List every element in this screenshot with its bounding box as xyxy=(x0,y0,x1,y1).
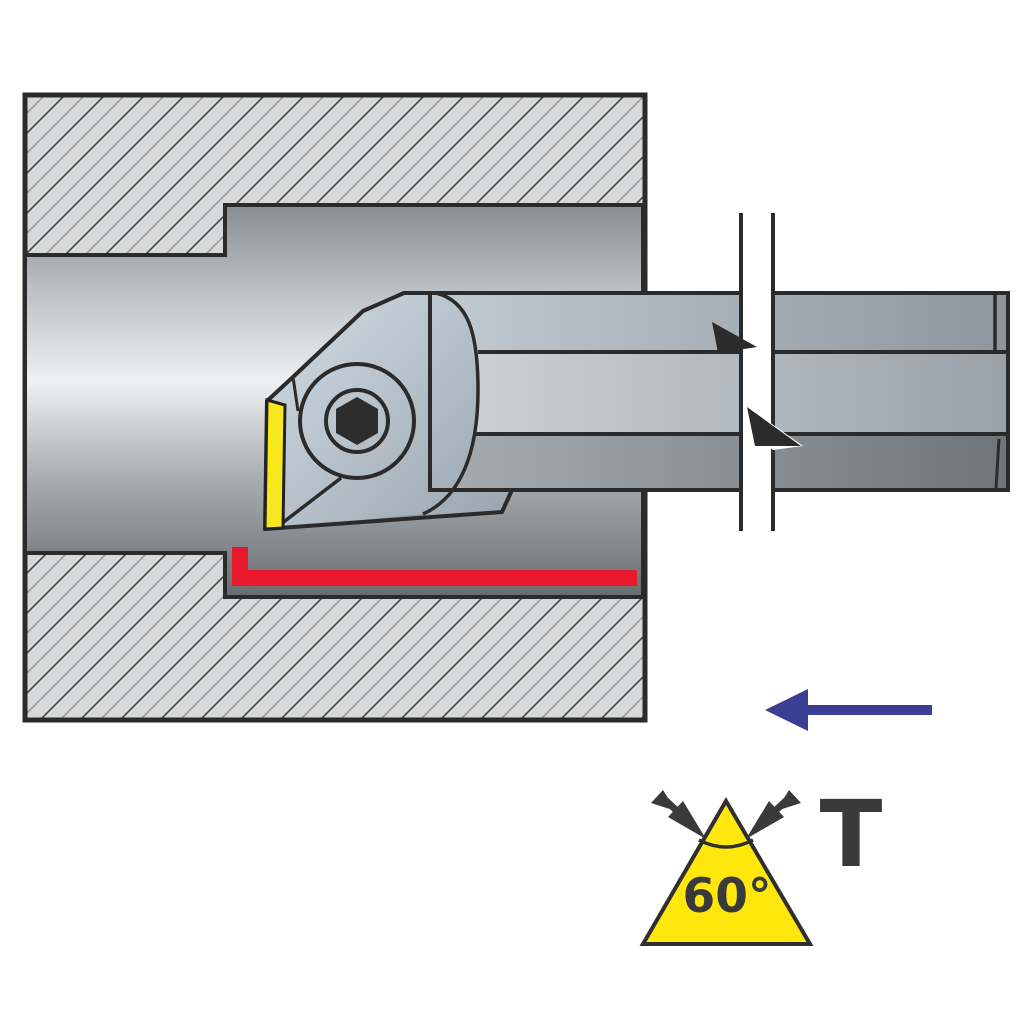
break-zigzag-lower xyxy=(747,407,801,446)
shank-outline xyxy=(428,291,1010,492)
angle-arc xyxy=(698,838,754,849)
clamp-cam-curve xyxy=(422,291,480,516)
clamp-tail-edge xyxy=(279,476,343,526)
hex-socket-icon xyxy=(336,397,378,445)
shank-mid-face xyxy=(430,352,1008,434)
head-outline xyxy=(263,291,514,531)
angle-label: 60° xyxy=(683,869,772,924)
angle-pointer-right-icon xyxy=(746,790,801,839)
shank-end-edge-bottom xyxy=(994,438,1001,490)
nose-facet-edge xyxy=(291,376,300,412)
shank xyxy=(430,293,1008,490)
insert-clamp-screw xyxy=(298,362,416,480)
screw-head-circle xyxy=(324,388,390,454)
feed-arrow-icon xyxy=(765,689,932,731)
triangle-insert-icon xyxy=(639,797,814,946)
insert-shape-symbol: 60° T xyxy=(639,781,883,946)
shank-break-symbol xyxy=(712,210,803,532)
head-shank-transition xyxy=(468,434,512,489)
head-underside xyxy=(423,487,513,516)
break-gap xyxy=(742,210,772,532)
angle-pointer-left-icon xyxy=(651,790,706,839)
boring-bar xyxy=(263,210,1010,532)
insert-code-label: T xyxy=(820,781,883,888)
break-zigzag-upper xyxy=(712,322,757,353)
clamp-outer-circle xyxy=(298,362,416,480)
cutting-insert xyxy=(263,398,287,531)
machined-surface-line xyxy=(232,547,637,586)
shank-bottom-face xyxy=(430,434,1008,490)
